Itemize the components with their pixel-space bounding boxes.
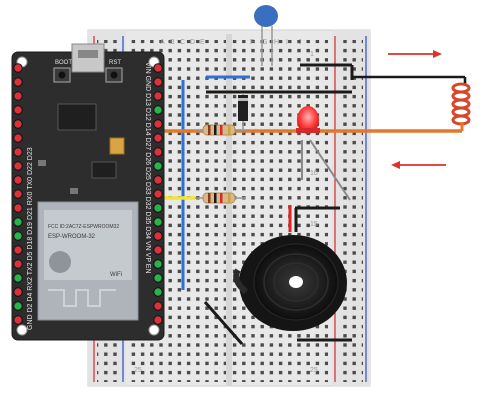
resistor-1 bbox=[195, 124, 248, 136]
rst-label: RST bbox=[109, 60, 121, 66]
col-letter: F bbox=[250, 39, 254, 46]
header-pin bbox=[153, 63, 163, 73]
col-letter: G bbox=[262, 39, 267, 46]
header-pin bbox=[13, 231, 23, 241]
diode bbox=[238, 93, 248, 130]
led-base bbox=[296, 128, 320, 133]
header-pin bbox=[153, 259, 163, 269]
header-pin bbox=[153, 133, 163, 143]
header-pin bbox=[153, 287, 163, 297]
header-pin bbox=[153, 105, 163, 115]
col-letter: D bbox=[190, 39, 195, 46]
header-pin bbox=[153, 245, 163, 255]
col-letter: H bbox=[274, 39, 279, 46]
capacitor-smd bbox=[109, 137, 125, 155]
header-pin bbox=[153, 231, 163, 241]
col-letter: E bbox=[200, 39, 205, 46]
header-pin bbox=[153, 217, 163, 227]
diode-band bbox=[238, 98, 248, 101]
header-pin bbox=[13, 175, 23, 185]
coil-windings bbox=[451, 82, 471, 126]
header-pin bbox=[13, 203, 23, 213]
led-dome bbox=[297, 106, 319, 134]
buzzer bbox=[233, 235, 347, 331]
header-pin bbox=[13, 147, 23, 157]
arrow-left bbox=[391, 161, 446, 169]
mount-hole-icon bbox=[148, 324, 160, 336]
header-pin bbox=[13, 91, 23, 101]
header-pin bbox=[13, 189, 23, 199]
header-pin bbox=[13, 63, 23, 73]
module-text: ESP-WROOM-32 bbox=[48, 234, 96, 240]
header-pin bbox=[13, 259, 23, 269]
header-pin bbox=[153, 77, 163, 87]
center-channel bbox=[226, 34, 232, 386]
right-rail-holes bbox=[339, 40, 363, 382]
wire-black-diagonal bbox=[203, 301, 244, 345]
header-pin bbox=[153, 203, 163, 213]
header-pin bbox=[153, 189, 163, 199]
col-letter: A bbox=[160, 39, 165, 46]
regulator-chip bbox=[91, 161, 117, 179]
header-pin bbox=[13, 273, 23, 283]
header-pin bbox=[13, 161, 23, 171]
row-number: 15 bbox=[310, 221, 318, 228]
right-header-pins bbox=[153, 63, 163, 325]
led-red bbox=[296, 106, 320, 134]
header-pin bbox=[153, 175, 163, 185]
header-pin bbox=[13, 105, 23, 115]
resistor-2 bbox=[195, 192, 245, 204]
header-pin bbox=[153, 119, 163, 129]
left-pin-labels: GND D2 D4 RX2 TX2 D5 D18 D19 D21 RX0 TX0… bbox=[27, 147, 34, 330]
header-pin bbox=[13, 133, 23, 143]
header-pin bbox=[13, 315, 23, 325]
coil bbox=[451, 77, 471, 131]
header-pin bbox=[13, 119, 23, 129]
diode-body bbox=[238, 95, 248, 121]
header-pin bbox=[153, 301, 163, 311]
col-letter: B bbox=[170, 39, 175, 46]
capacitor bbox=[254, 5, 278, 66]
header-pin bbox=[153, 91, 163, 101]
capacitor-body bbox=[254, 5, 278, 27]
usb-chip bbox=[57, 103, 97, 131]
row-number: 1 bbox=[310, 51, 314, 58]
antenna-trace bbox=[48, 289, 116, 307]
row-number: 25 bbox=[134, 367, 142, 374]
col-letter: I bbox=[286, 39, 288, 46]
resistor-body bbox=[202, 192, 236, 204]
header-pin bbox=[13, 245, 23, 255]
arrow-left-icon bbox=[391, 161, 400, 169]
header-pin bbox=[13, 77, 23, 87]
mount-hole-icon bbox=[16, 324, 28, 336]
boot-label: BOOT bbox=[55, 60, 72, 66]
header-pin bbox=[13, 301, 23, 311]
header-pin bbox=[153, 315, 163, 325]
row-number: 25 bbox=[310, 367, 318, 374]
header-pin bbox=[153, 273, 163, 283]
header-pin bbox=[13, 287, 23, 297]
resistor-body bbox=[202, 124, 236, 136]
header-pin bbox=[153, 147, 163, 157]
header-pin bbox=[13, 217, 23, 227]
arrow-right-icon bbox=[433, 50, 442, 58]
left-header-pins bbox=[13, 63, 23, 325]
led-leg-grey bbox=[309, 139, 351, 201]
col-letter: J bbox=[298, 39, 302, 46]
module-text: FCC ID:2AC7Z-ESPWROOM32 bbox=[48, 224, 119, 230]
header-pin bbox=[153, 161, 163, 171]
row-number: 10 bbox=[310, 170, 318, 177]
buzzer-hole bbox=[289, 276, 303, 288]
wifi-brand: WiFi bbox=[110, 272, 122, 278]
espressif-logo-icon bbox=[49, 251, 71, 273]
col-letter: C bbox=[180, 39, 185, 46]
arrow-right bbox=[388, 50, 442, 58]
right-pin-labels: VIN GND D13 D12 D14 D27 D26 D25 D33 D32 … bbox=[144, 62, 151, 274]
esp32-board: BOOT RST FCC ID:2AC7Z-ESPWROOM32 ESP-WRO… bbox=[11, 43, 165, 341]
